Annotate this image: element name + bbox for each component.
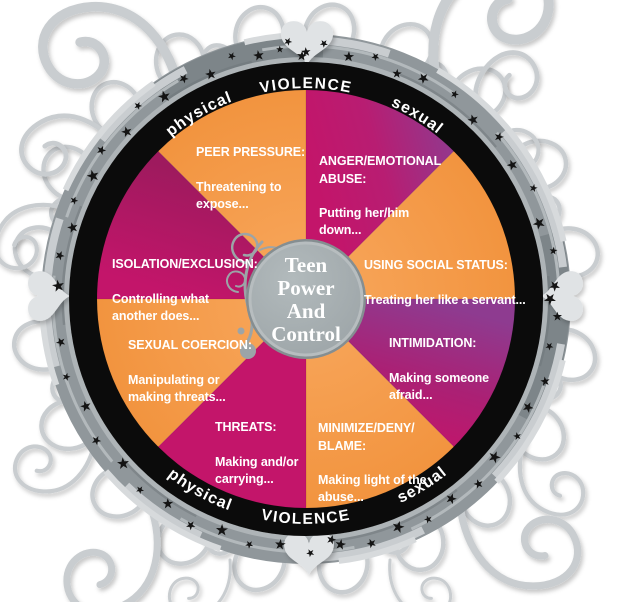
svg-text:VIOLENCE: VIOLENCE [258,75,353,97]
wedge-label-isolation-exclusion: ISOLATION/EXCLUSION: Controlling what an… [112,239,282,343]
wedge-body: Treating her like a servant... [364,292,526,307]
wedge-label-minimize-deny-blame: MINIMIZE/DENY/ BLAME: Making light of th… [318,403,448,524]
wedge-isolation-exclusion [96,150,307,300]
wedge-intimidation [305,298,516,448]
wedge-label-anger-emotional-abuse: ANGER/EMOTIONAL ABUSE: Putting her/him d… [319,136,451,257]
wedge-body: Putting her/him down... [319,206,410,238]
wedge-title: PEER PRESSURE: [196,145,306,160]
wedge-threats [157,298,307,509]
wedge-sexual-coercion [96,298,307,448]
wedge-label-peer-pressure: PEER PRESSURE: Threatening to expose... [196,127,316,231]
wedge-label-sexual-coercion: SEXUAL COERCION: Manipulating or making … [128,320,278,424]
wedge-body: Controlling what another does... [112,291,209,323]
wedge-body: Manipulating or making threats... [128,372,226,404]
wedge-label-using-social-status: USING SOCIAL STATUS: Treating her like a… [364,240,549,326]
center-title: Teen Power And Control [271,252,341,347]
wedge-title: ANGER/EMOTIONAL ABUSE: [319,154,442,186]
wedge-label-intimidation: INTIMIDATION: Making someone afraid... [389,318,519,422]
wedge-title: THREATS: [215,420,277,435]
center-hub [246,239,366,359]
wedge-anger-emotional-abuse [305,89,455,300]
wedge-body: Making and/or carrying... [215,454,299,486]
wedge-title: MINIMIZE/DENY/ BLAME: [318,421,415,453]
flourish-bottom-mid-right [388,558,453,602]
svg-text:VIOLENCE: VIOLENCE [260,507,352,528]
flourish-bottom-mid-left [167,558,232,602]
wedge-body: Threatening to expose... [196,179,282,211]
wedge-label-threats: THREATS: Making and/or carrying... [215,402,335,506]
wedge-title: ISOLATION/EXCLUSION: [112,257,258,272]
ring-label-violence-top: VIOLENCE [258,75,352,97]
wedge-body: Making someone afraid... [389,370,490,402]
wedge-body: Making light of the abuse... [318,473,427,505]
wedge-title: SEXUAL COERCION: [128,338,252,353]
violence-ring [69,62,543,536]
ring-label-violence-bottom: VIOLENCE [260,507,351,528]
wedge-title: INTIMIDATION: [389,336,477,351]
wedge-minimize-deny-blame [305,298,455,509]
wedge-using-social-status [305,150,516,300]
wedge-title: USING SOCIAL STATUS: [364,258,508,273]
